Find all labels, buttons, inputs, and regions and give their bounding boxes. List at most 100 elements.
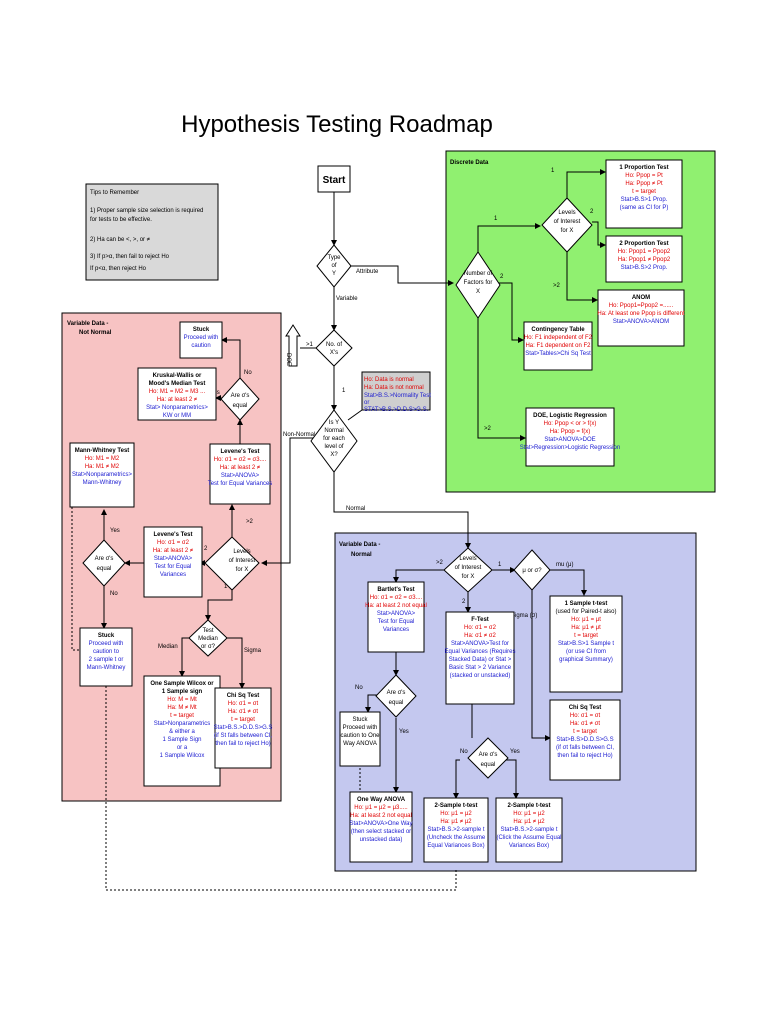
flow-label: Attribute [356,269,379,275]
box-menu-path: Stat>Regression>Logistic Regression [520,445,620,451]
box-menu-path: 2 sample t or [89,657,124,663]
box-menu-path: Stat>ANOVA> [154,556,193,562]
box-menu-path: Stat>ANOVA> [221,473,260,479]
box-hypothesis: Ha: at least 2 ≠ [157,397,198,403]
box-menu-path: Stat>B.S>D.D.S>G.S [556,737,613,743]
flow-label: Variable [336,296,358,302]
box-menu-path: then fail to reject Ho) [557,753,612,759]
box-frame [143,675,221,787]
doe-arrow: DOE [285,324,301,367]
box-text: Stuck [352,717,368,723]
flow-label: Sigma [244,648,262,654]
decision-text: or σ? [201,644,216,650]
box-title: Kruskal-Wallis or [153,373,202,379]
box-hypothesis: Ho: F1 independent of F2 [524,335,593,341]
box-title: One Sample Wilcox or [150,681,214,687]
box-title: Chi Sq Test [569,705,602,711]
box-menu-path: Stat>Nonparametrics [154,721,211,727]
flow-label: mu (μ) [556,562,573,568]
box-hypothesis: Ho: μ1 = μ2 = μ3..... [354,805,408,811]
box-hypothesis: Ho: μ1 = μt [571,617,601,623]
discrete-region-label: Discrete Data [450,160,489,166]
decision-text: equal [481,762,496,768]
decision-text: Is Y [329,420,339,426]
box-hypothesis: Ha: M ≠ Mt [167,705,197,711]
box-menu-path: 1 Sample Sign [162,737,201,743]
decision-text: Are σ's [95,556,114,562]
box-title: ANOM [632,295,650,301]
box-menu-path: Proceed with [89,641,124,647]
discrete-factors-decision [455,251,501,319]
box-menu-path: (if σt falls between CI, [556,745,614,751]
box-menu-path: (then select stacked or [351,829,411,835]
box-hypothesis: Ho: M1 = M2 [85,456,120,462]
flow-label: Yes [110,528,120,534]
flow-label: >2 [246,519,254,525]
box-frame [597,289,685,347]
box-title: Levene's Test [154,532,193,538]
decision-text: Levels [558,210,575,216]
box-title: Stuck [98,633,115,639]
box-menu-path: Proceed with [184,335,219,341]
normality-line: STAT>B.S.>D.D.S>G.S. [364,407,429,413]
box-hypothesis: t = target [231,717,255,723]
box-hypothesis: Ha: Ppop ≠ Pt [625,181,663,187]
box-menu-path: Stat>ANOVA>One Way [349,821,412,827]
box-menu-path: Stat>ANOVA>ANOM [613,319,669,325]
decision-text: equal [97,566,112,572]
connectors [71,169,606,891]
normal-label-2: Normal [351,552,372,558]
decision-text: of Interest [455,565,482,571]
box-hypothesis: Ha: M1 ≠ M2 [85,464,120,470]
decision-text: Type [327,255,341,261]
box-frame [495,797,563,863]
flow-label: Non-Normal [283,432,315,438]
box-menu-path: Test for Equal Variances [208,481,273,487]
box-title: Contingency Table [531,327,585,333]
tips-line: 3) If p>α, then fail to reject Ho [90,254,170,260]
box-menu-path: Variances [160,572,186,578]
decision-text: μ or σ? [522,568,542,574]
decision-text: X? [330,452,338,458]
flow-label: 1 [224,584,228,590]
decision-text: Median [198,636,218,642]
page-title: Hypothesis Testing Roadmap [181,111,493,138]
box-hypothesis: Ha: σ1 ≠ σ2 [464,633,496,639]
box-title: Chi Sq Test [227,693,260,699]
box-frame [367,581,425,653]
box-hypothesis: Ho: σ1 = σ2 [157,540,190,546]
decision-text: equal [233,403,248,409]
decision-text: Y [332,271,336,277]
box-menu-path: Stat> Nonparametrics> [146,405,208,411]
box-frame [179,321,223,359]
flow-label: Median [158,644,178,650]
nn-equal-top-decision [220,377,260,421]
box-title: One Way ANOVA [357,797,406,803]
box-title: Mood's Median Test [149,381,206,387]
box-menu-path: or a [177,745,188,751]
box-menu-path: caution [191,343,210,349]
n-mu-decision [513,549,551,591]
box-frame [445,611,515,705]
normality-line: Stat>B.S.>Normality Test [364,393,431,399]
box-text: Way ANOVA [343,741,377,747]
box-frame [423,797,489,863]
box-title: 2-Sample t-test [434,803,477,809]
box-title: Levene's Test [221,449,260,455]
n-levels-decision [443,547,493,593]
